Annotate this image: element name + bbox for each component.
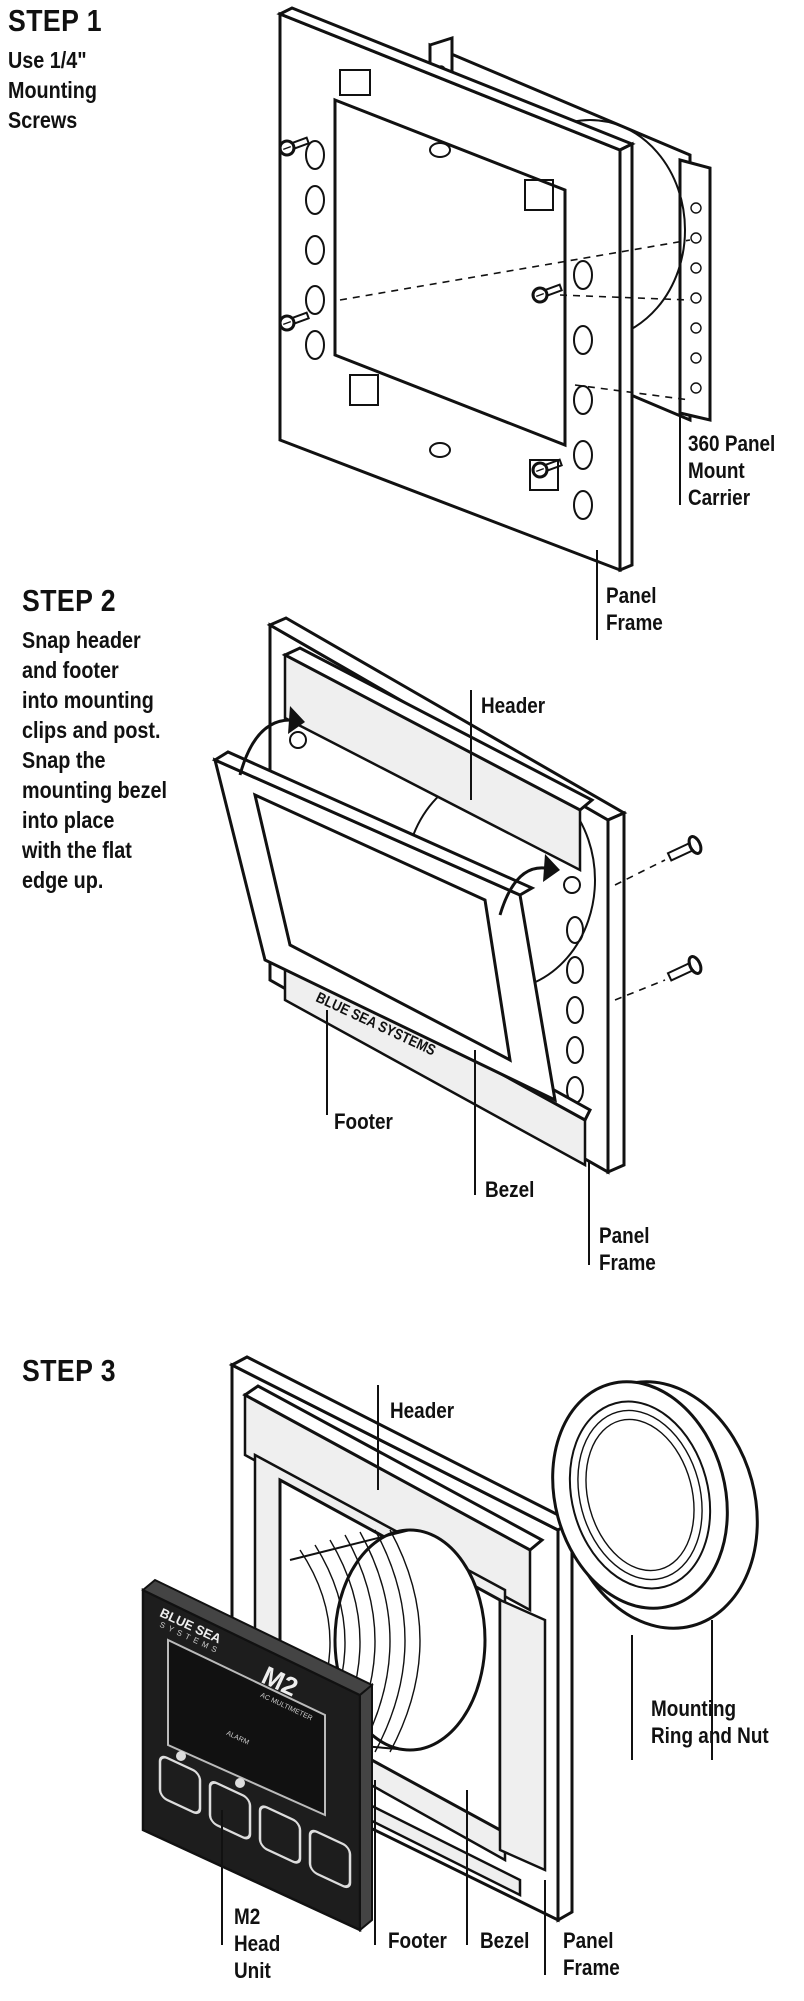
step2-line: edge up.	[22, 867, 104, 893]
snap-arrow-right	[498, 866, 546, 916]
step2-instructions: Snap header and footer into mounting cli…	[22, 625, 167, 895]
callout-header-step2: Header	[481, 692, 545, 719]
callout-panel-frame-step2: Panel Frame	[599, 1222, 656, 1276]
callout-line: Header	[481, 693, 546, 718]
callout-line: Bezel	[485, 1177, 535, 1202]
callout-line: Head	[234, 1931, 281, 1956]
callout-line: Footer	[334, 1109, 393, 1134]
callout-line: Panel	[606, 583, 657, 608]
callout-line: Panel	[563, 1928, 614, 1953]
callout-line: Unit	[234, 1958, 271, 1983]
step2-line: Snap header	[22, 627, 141, 653]
callout-line: Frame	[563, 1955, 620, 1980]
header-step2	[281, 646, 595, 894]
step2-line: with the flat	[22, 837, 132, 863]
callout-carrier: 360 Panel Mount Carrier	[688, 430, 775, 511]
callout-bezel-step2: Bezel	[485, 1176, 534, 1203]
callout-mounting-ring: Mounting Ring and Nut	[651, 1695, 769, 1749]
step2-line: clips and post.	[22, 717, 161, 743]
step3-illustration	[141, 1355, 759, 1975]
callout-footer-step3: Footer	[388, 1927, 447, 1954]
callout-line: M2	[234, 1904, 261, 1929]
callout-bezel-step3: Bezel	[480, 1927, 529, 1954]
step1-title: STEP 1	[8, 3, 102, 38]
step2-line: into place	[22, 807, 115, 833]
callout-panel-frame-step1: Panel Frame	[606, 582, 663, 636]
callout-line: Footer	[388, 1928, 447, 1953]
m2-head-unit	[141, 1578, 374, 1933]
callout-footer-step2: Footer	[334, 1108, 393, 1135]
step1-line: Screws	[8, 107, 78, 133]
bezel-step2	[211, 750, 557, 1103]
callout-line: Header	[390, 1398, 455, 1423]
callout-line: Carrier	[688, 485, 751, 510]
callout-line: Panel	[599, 1223, 650, 1248]
callout-header-step3: Header	[390, 1397, 454, 1424]
step2-illustration	[211, 616, 703, 1265]
step2-title: STEP 2	[22, 583, 116, 618]
snap-arrow-left	[238, 718, 291, 776]
step1-line: Use 1/4"	[8, 47, 87, 73]
step2-line: Snap the	[22, 747, 106, 773]
step2-line: into mounting	[22, 687, 154, 713]
callout-line: Mounting	[651, 1696, 737, 1721]
step1-illustration	[276, 6, 712, 640]
mounting-ring-nut	[551, 1380, 759, 1630]
panel-frame-step1	[276, 6, 691, 573]
step1-instructions: Use 1/4" Mounting Screws	[8, 45, 97, 135]
callout-line: Ring and Nut	[651, 1723, 769, 1748]
mounting-screws	[278, 136, 563, 479]
callout-panel-frame-step3: Panel Frame	[563, 1927, 620, 1981]
step2-screws	[614, 835, 703, 1001]
callout-line: Mount	[688, 458, 745, 483]
step2-line: and footer	[22, 657, 119, 683]
callout-line: Frame	[606, 610, 663, 635]
callout-line: Bezel	[480, 1928, 530, 1953]
callout-line: Frame	[599, 1250, 656, 1275]
step2-line: mounting bezel	[22, 777, 168, 803]
step1-line: Mounting	[8, 77, 97, 103]
callout-line: 360 Panel	[688, 431, 776, 456]
step3-title: STEP 3	[22, 1353, 116, 1388]
callout-head-unit: M2 Head Unit	[234, 1903, 280, 1984]
